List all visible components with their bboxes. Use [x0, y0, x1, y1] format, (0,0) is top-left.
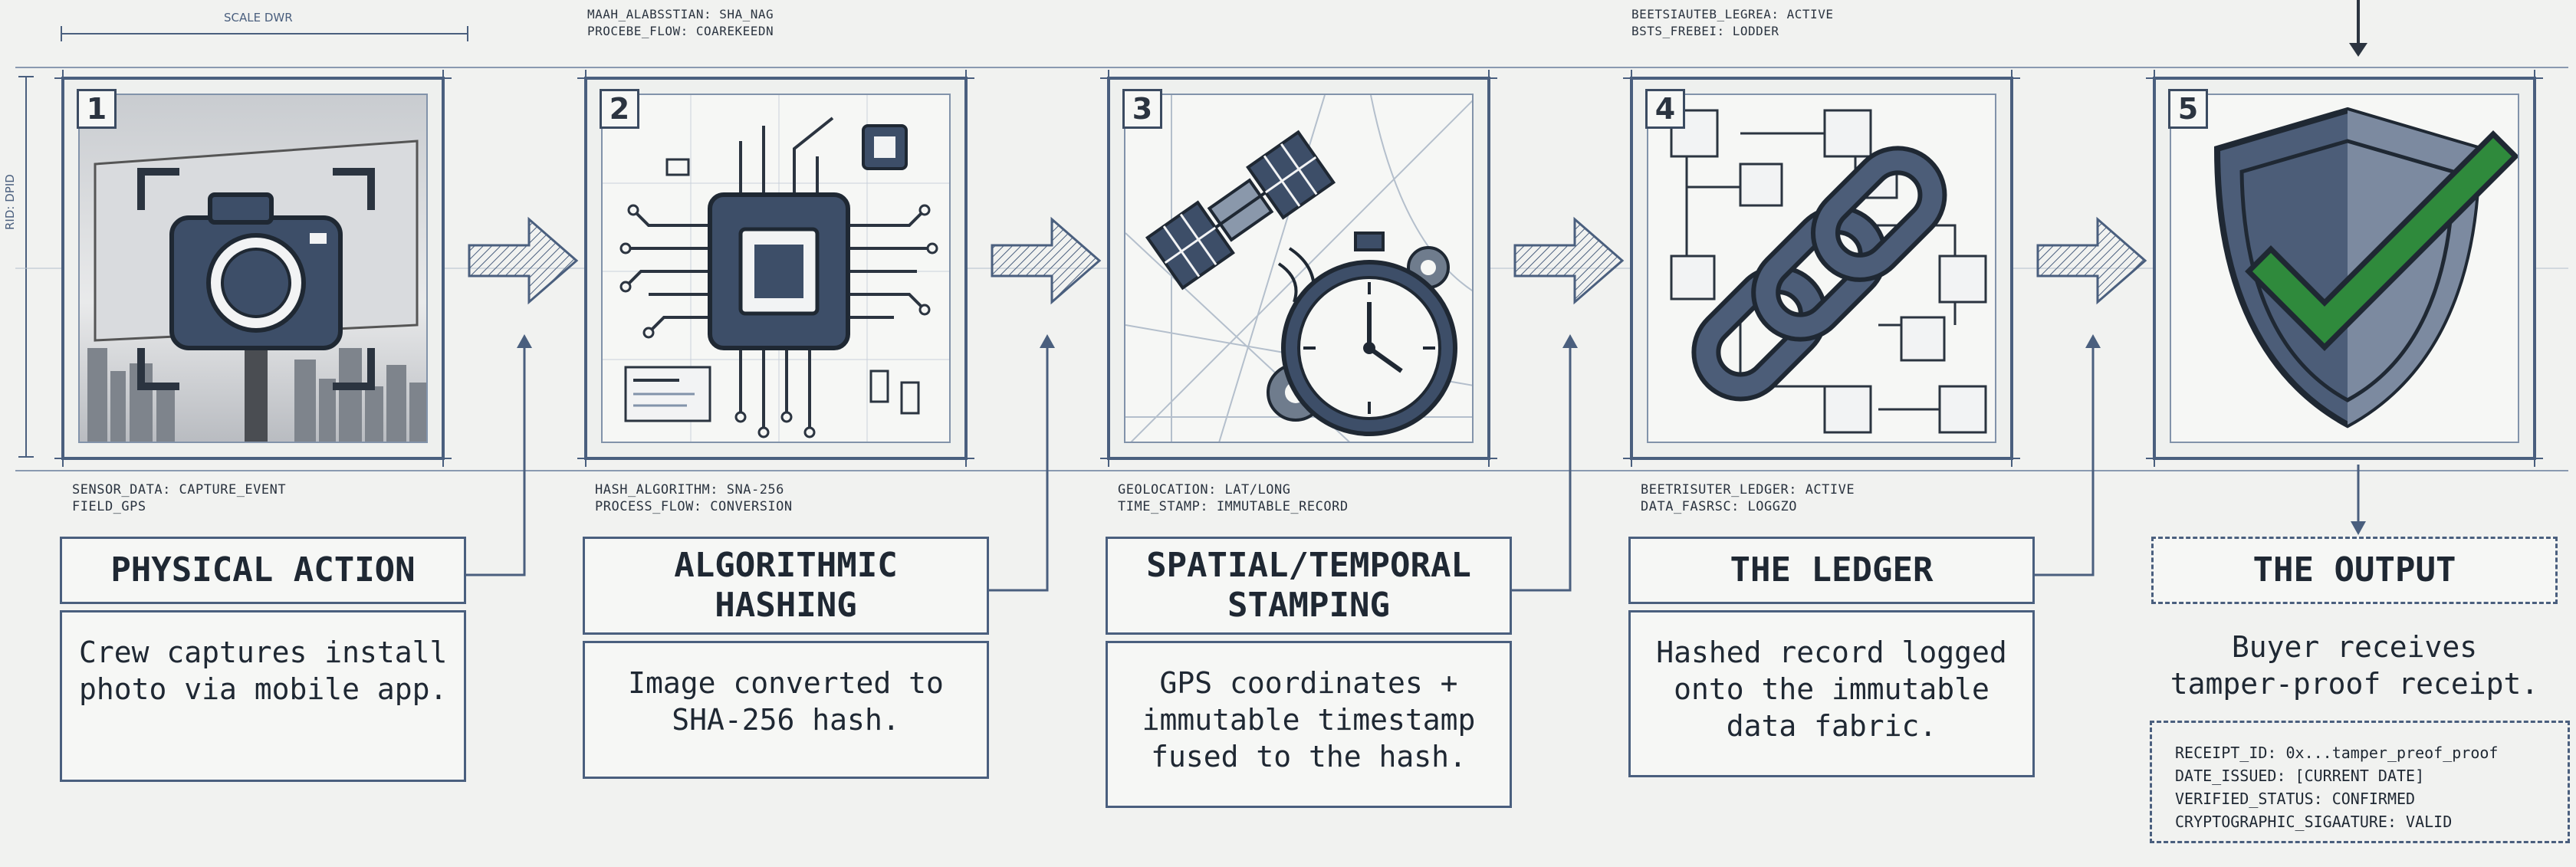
step-2-description: Image converted to SHA-256 hash. — [583, 641, 989, 779]
shield-check-icon — [2213, 107, 2518, 429]
step-3-meta: GEOLOCATION: LAT/LONG TIME_STAMP: IMMUTA… — [1118, 482, 1349, 514]
step-4-number: 4 — [1645, 89, 1685, 129]
step-5-number: 5 — [2168, 89, 2208, 129]
step-2-meta: HASH_ALGORITHM: SNA-256 PROCESS_FLOW: CO… — [595, 482, 793, 514]
arrow-3-4 — [1513, 216, 1625, 305]
receipt-id: RECEIPT_ID: 0x...tamper_preof_proof — [2175, 744, 2499, 762]
step-3-description: GPS coordinates + immutable timestamp fu… — [1106, 641, 1512, 808]
step-5-frame: 5 — [2146, 70, 2543, 467]
satellite-stopwatch-icon — [1125, 95, 1472, 442]
step-3-number: 3 — [1122, 89, 1162, 129]
chain-icon — [1670, 109, 1987, 434]
scale-label: SCALE DWR — [224, 11, 293, 25]
step-1-title: PHYSICAL ACTION — [60, 537, 466, 604]
arrow-4-5 — [2036, 216, 2147, 305]
step-1-description: Crew captures install photo via mobile a… — [60, 610, 466, 782]
receipt-date: DATE_ISSUED: [CURRENT DATE] — [2175, 767, 2425, 785]
arrow-1-2 — [468, 216, 579, 305]
step-5-description: Buyer receives tamper-proof receipt. — [2170, 630, 2539, 701]
step-4-meta: BEETRISUTER_LEDGER: ACTIVE DATA_FASRSC: … — [1641, 482, 1855, 514]
step-1-frame: 1 — [54, 70, 452, 467]
step2-top-annotation: MAAH_ALABSSTIAN: SHA_NAG PROCEBE_FLOW: C… — [587, 7, 774, 38]
step-1-meta: SENSOR_DATA: CAPTURE_EVENT FIELD_GPS — [72, 482, 287, 514]
step-5-title: THE OUTPUT — [2151, 537, 2558, 604]
arrow-2-3 — [991, 216, 1102, 305]
step-4-description: Hashed record logged onto the immutable … — [1628, 610, 2035, 777]
step-4-frame: 4 — [1623, 70, 2020, 467]
step-2-frame: 2 — [577, 70, 974, 467]
step-1-description-text: Crew captures install photo via mobile a… — [79, 635, 448, 706]
step-1-number: 1 — [77, 89, 117, 129]
step-3-title: SPATIAL/TEMPORAL STAMPING — [1106, 537, 1512, 635]
step-4-title: THE LEDGER — [1628, 537, 2035, 604]
step-2-title: ALGORITHMIC HASHING — [583, 537, 989, 635]
chip-icon — [603, 95, 949, 442]
camera-icon — [87, 140, 426, 442]
step-2-number: 2 — [600, 89, 639, 129]
receipt-signature: CRYPTOGRAPHIC_SIGAATURE: VALID — [2175, 813, 2453, 831]
step4-top-annotation: BEETSIAUTEB_LEGREA: ACTIVE BSTS_FREBEI: … — [1631, 7, 1834, 38]
step-3-frame: 3 — [1100, 70, 1497, 467]
receipt-status: VERIFIED_STATUS: CONFIRMED — [2175, 790, 2416, 808]
